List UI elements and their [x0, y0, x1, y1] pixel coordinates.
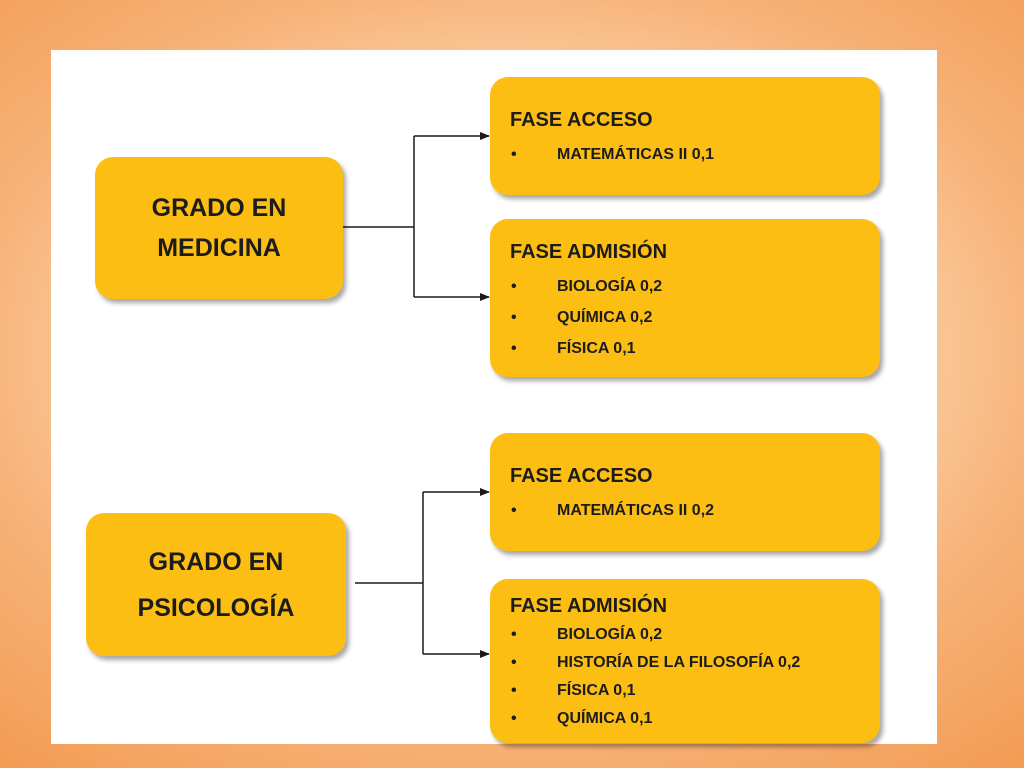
psicologia-fase-admision-title: FASE ADMISIÓN	[510, 595, 668, 617]
bullet-icon: •	[511, 278, 517, 295]
psicologia-fase-acceso-list: •MATEMÁTICAS II 0,2	[510, 495, 880, 526]
grado-medicina-line-1: GRADO EN	[151, 194, 287, 222]
medicina-fase-acceso-title: FASE ACCESO	[510, 109, 653, 131]
grado-psicologia-box: GRADO EN PSICOLOGÍA	[86, 513, 346, 656]
bullet-icon: •	[511, 626, 517, 643]
bullet-icon: •	[511, 340, 517, 357]
bullet-icon: •	[511, 502, 517, 519]
list-item: •FÍSICA 0,1	[510, 333, 880, 364]
bullet-icon: •	[511, 654, 517, 671]
medicina-fase-acceso-list: •MATEMÁTICAS II 0,1	[510, 139, 880, 170]
bullet-icon: •	[511, 682, 517, 699]
medicina-fase-acceso-box: FASE ACCESO •MATEMÁTICAS II 0,1	[490, 77, 880, 195]
medicina-fase-admision-list: •BIOLOGÍA 0,2 •QUÍMICA 0,2 •FÍSICA 0,1	[510, 271, 880, 364]
list-item: •BIOLOGÍA 0,2	[510, 271, 880, 302]
grado-psicologia-line-1: GRADO EN	[148, 547, 284, 576]
bullet-icon: •	[511, 309, 517, 326]
list-item: •MATEMÁTICAS II 0,2	[510, 495, 880, 526]
list-item: •HISTORÍA DE LA FILOSOFÍA 0,2	[510, 649, 880, 677]
list-item: •QUÍMICA 0,2	[510, 302, 880, 333]
psicologia-fase-admision-box: FASE ADMISIÓN •BIOLOGÍA 0,2 •HISTORÍA DE…	[490, 579, 880, 743]
grado-medicina-line-2: MEDICINA	[157, 234, 281, 262]
psicologia-fase-acceso-title: FASE ACCESO	[510, 465, 653, 487]
bullet-icon: •	[511, 710, 517, 727]
psicologia-fase-admision-list: •BIOLOGÍA 0,2 •HISTORÍA DE LA FILOSOFÍA …	[510, 621, 880, 733]
list-item: •MATEMÁTICAS II 0,1	[510, 139, 880, 170]
list-item: •FÍSICA 0,1	[510, 677, 880, 705]
list-item: •QUÍMICA 0,1	[510, 705, 880, 733]
medicina-fase-admision-box: FASE ADMISIÓN •BIOLOGÍA 0,2 •QUÍMICA 0,2…	[490, 219, 880, 377]
bullet-icon: •	[511, 146, 517, 163]
psicologia-fase-acceso-box: FASE ACCESO •MATEMÁTICAS II 0,2	[490, 433, 880, 551]
grado-medicina-box: GRADO EN MEDICINA	[95, 157, 343, 299]
medicina-fase-admision-title: FASE ADMISIÓN	[510, 241, 668, 263]
list-item: •BIOLOGÍA 0,2	[510, 621, 880, 649]
grado-psicologia-line-2: PSICOLOGÍA	[137, 593, 295, 622]
